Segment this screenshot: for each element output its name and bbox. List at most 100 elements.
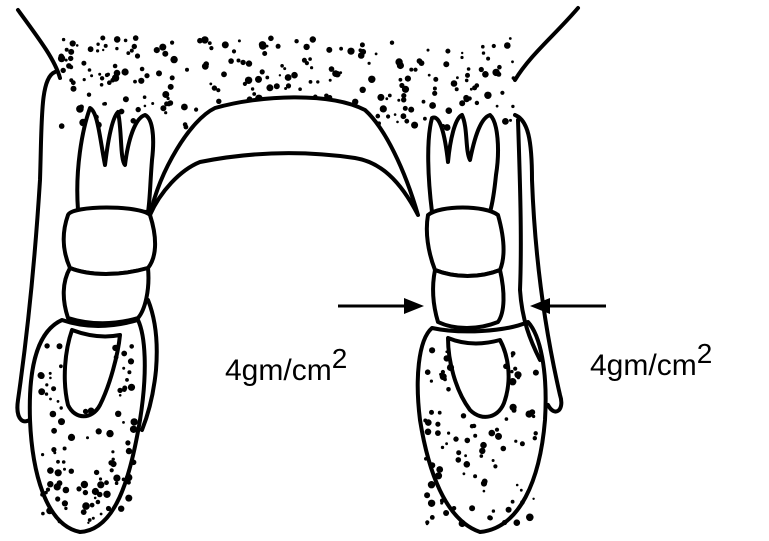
- speckle-dot: [62, 38, 65, 41]
- speckle-dot: [456, 457, 462, 463]
- speckle-dot: [40, 493, 44, 497]
- speckle-dot: [154, 47, 160, 53]
- speckle-dot: [339, 71, 342, 74]
- speckle-dot: [79, 105, 84, 110]
- speckle-dot: [117, 388, 122, 393]
- speckle-dot: [164, 111, 167, 114]
- speckle-dot: [447, 432, 450, 435]
- speckle-dot: [386, 114, 390, 118]
- right-outer-tissue-outline: [515, 8, 578, 80]
- speckle-dot: [501, 446, 507, 452]
- speckle-dot: [509, 119, 512, 122]
- speckle-dot: [433, 77, 438, 82]
- left-molar-crown: [77, 108, 153, 212]
- speckle-dot: [144, 105, 147, 108]
- speckle-dot: [162, 91, 169, 98]
- speckle-dot: [83, 409, 88, 414]
- speckle-dot: [483, 490, 486, 493]
- speckle-dot: [46, 488, 50, 492]
- speckle-dot: [428, 481, 435, 488]
- speckle-dot: [88, 46, 94, 52]
- speckle-dot: [347, 48, 354, 55]
- speckle-dot: [506, 507, 512, 513]
- speckle-dot: [401, 113, 407, 119]
- speckle-dot: [94, 470, 99, 475]
- speckle-dot: [216, 99, 221, 104]
- speckle-dot: [118, 506, 124, 512]
- speckle-dot: [424, 457, 428, 461]
- speckle-dot: [286, 83, 291, 88]
- speckle-dot: [429, 410, 434, 415]
- speckle-dot: [456, 450, 461, 455]
- speckle-dot: [520, 489, 523, 492]
- speckle-dot: [445, 49, 450, 54]
- speckle-dot: [425, 369, 431, 375]
- speckle-dot: [88, 408, 95, 415]
- speckle-dot: [96, 49, 99, 52]
- speckle-dot: [121, 351, 127, 357]
- speckle-dot: [358, 52, 365, 59]
- speckle-dot: [262, 51, 267, 56]
- speckle-dot: [480, 442, 487, 449]
- speckle-dot: [326, 47, 332, 53]
- speckle-dot: [69, 469, 74, 474]
- speckle-dot: [427, 49, 430, 52]
- speckle-dot: [127, 370, 131, 374]
- speckle-dot: [464, 96, 470, 102]
- speckle-dot: [131, 460, 137, 466]
- speckle-dot: [308, 57, 312, 61]
- speckle-dot: [94, 497, 97, 500]
- speckle-dot: [492, 44, 496, 48]
- speckle-dot: [482, 71, 489, 78]
- speckle-dot: [38, 372, 45, 379]
- speckle-dot: [514, 519, 521, 526]
- speckle-dot: [92, 488, 99, 495]
- speckle-dot: [54, 483, 61, 490]
- speckle-dot: [128, 358, 134, 364]
- speckle-dot: [380, 105, 387, 112]
- speckle-dot: [502, 520, 507, 525]
- speckle-dot: [516, 484, 519, 487]
- speckle-dot: [86, 436, 89, 439]
- speckle-dot: [413, 68, 417, 72]
- speckle-dot: [470, 424, 474, 428]
- speckle-dot: [130, 426, 137, 433]
- speckle-dot: [184, 125, 189, 130]
- speckle-dot: [302, 58, 307, 63]
- speckle-dot: [60, 406, 63, 409]
- speckle-dot: [460, 56, 463, 59]
- speckle-dot: [49, 377, 52, 380]
- speckle-dot: [128, 384, 135, 391]
- speckle-dot: [100, 76, 104, 80]
- speckle-dot: [461, 413, 466, 418]
- speckle-dot: [465, 79, 469, 83]
- speckle-dot: [170, 75, 175, 80]
- speckle-dot: [446, 387, 451, 392]
- speckle-dot: [467, 67, 471, 71]
- speckle-dot: [368, 62, 371, 65]
- speckle-dot: [401, 97, 406, 102]
- speckle-dot: [81, 509, 87, 515]
- speckle-dot: [125, 474, 132, 481]
- left-tooth-segment-1: [64, 208, 155, 275]
- speckle-dot: [279, 74, 281, 76]
- speckle-dot: [479, 67, 484, 72]
- speckle-dot: [447, 364, 454, 371]
- speckle-dot: [435, 472, 442, 479]
- speckle-dot: [208, 41, 212, 45]
- speckle-dot: [309, 80, 313, 84]
- speckle-dot: [310, 66, 313, 69]
- speckle-dot: [486, 57, 490, 61]
- speckle-dot: [106, 506, 111, 511]
- speckle-dot: [388, 94, 392, 98]
- speckle-dot: [260, 69, 265, 74]
- speckle-dot: [57, 400, 60, 403]
- speckle-dot: [500, 91, 504, 95]
- speckle-dot: [251, 87, 254, 90]
- speckle-dot: [453, 436, 458, 441]
- speckle-dot: [445, 442, 448, 445]
- speckle-dot: [76, 486, 81, 491]
- right-molar-crown: [428, 115, 498, 212]
- speckle-dot: [245, 77, 252, 84]
- speckle-dot: [435, 430, 441, 436]
